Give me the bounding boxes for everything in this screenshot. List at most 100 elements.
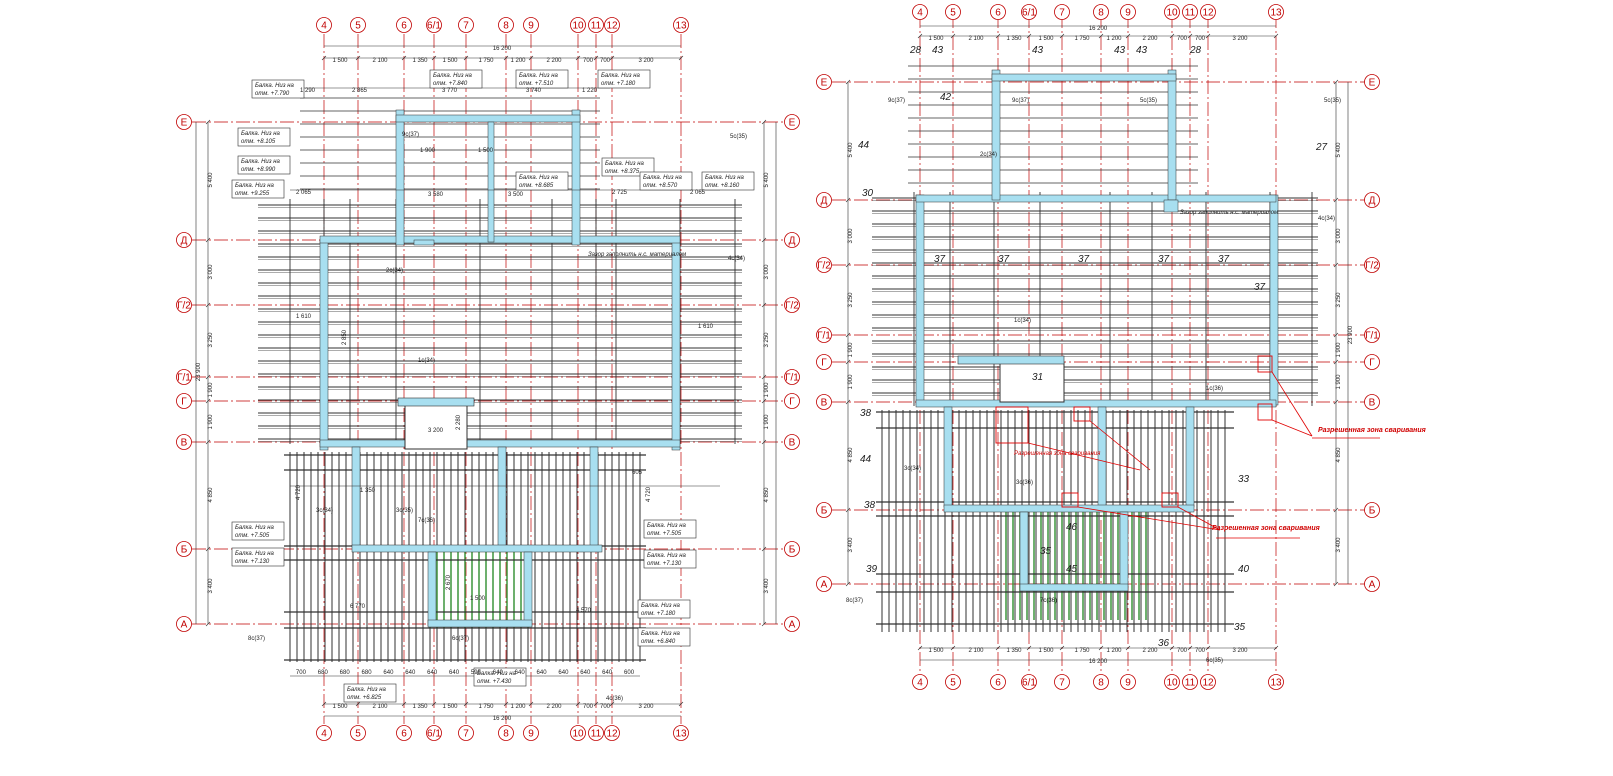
r-dim-left-6: 4 850 — [848, 447, 854, 463]
beam-note-box — [639, 171, 693, 191]
dimension-tick — [761, 237, 767, 243]
axis-bubble — [816, 354, 832, 370]
dimension-tick — [1273, 33, 1279, 39]
weld-zone-box-2 — [1073, 406, 1091, 422]
dim-left-6: 4 850 — [208, 487, 214, 503]
axis-label: Г — [1369, 358, 1375, 369]
axis-bubble — [1364, 327, 1380, 343]
dim-top-9: 700 — [600, 58, 611, 64]
axis-label: 5 — [950, 678, 956, 689]
axis-bubble — [784, 232, 800, 248]
right-dimension-lines — [845, 25, 1349, 661]
r-sec-2c34: 2с(34) — [980, 152, 997, 158]
left-top-dimension-texts: 1 500 2 100 1 350 1 500 1 750 1 200 2 20… — [332, 46, 654, 722]
axis-label: 10 — [1166, 678, 1178, 689]
left-opening — [404, 404, 468, 450]
axis-label: В — [181, 438, 188, 449]
r-dim-top-8: 700 — [1177, 36, 1188, 42]
misc-dim-1610a: 1 610 — [296, 314, 312, 320]
axis-label: А — [821, 580, 828, 591]
beam — [1185, 406, 1195, 508]
beam-note-line1: Балка. Низ на — [477, 671, 516, 677]
axis-bubble — [588, 725, 604, 741]
dimension-tick — [950, 33, 956, 39]
weld-zone-box-5 — [1257, 355, 1273, 373]
misc-dim-3500: 3 500 — [508, 192, 524, 198]
dim-right-5: 1 900 — [764, 414, 770, 430]
axis-bubble — [1182, 4, 1198, 20]
beam-note-line1: Балка. Низ на — [647, 523, 686, 529]
misc-dim-4720a: 4 720 — [296, 484, 302, 500]
axis-bubble — [945, 674, 961, 690]
misc-dim-3580: 3 580 — [428, 192, 444, 198]
dim-right-4: 1 900 — [764, 382, 770, 398]
axis-bubble — [523, 725, 539, 741]
mark-43b: 43 — [1032, 45, 1044, 56]
dimension-tick — [593, 55, 599, 61]
sec-mark-7c36: 7с(36) — [418, 518, 435, 524]
misc-dim-1610b: 1 610 — [698, 324, 714, 330]
axis-bubble — [1364, 192, 1380, 208]
axis-label: 12 — [1202, 678, 1214, 689]
beam-note-line1: Балка. Низ на — [241, 159, 280, 165]
axis-bubble — [1093, 674, 1109, 690]
axis-label: Е — [821, 78, 828, 89]
axis-label: Г — [181, 397, 187, 408]
r-dim-bot-8: 700 — [1177, 648, 1188, 654]
axis-label: 7 — [463, 21, 469, 32]
axis-label: Б — [821, 506, 828, 517]
beam-note-box — [597, 69, 651, 89]
misc-dim-3740: 3 740 — [526, 88, 542, 94]
sec-mark-1c34: 1с(34) — [418, 358, 435, 364]
r-dim-right-1: 5 400 — [1336, 142, 1342, 158]
beam-note-box — [601, 157, 655, 177]
misc-dim-2725: 2 725 — [612, 190, 628, 196]
axis-label: 8 — [1098, 678, 1104, 689]
misc-dim-605: 605 — [632, 470, 643, 476]
mark-37c: 37 — [1078, 254, 1090, 265]
weld-note-2: Разрешенная зона сваривания — [1212, 525, 1320, 532]
r-dim-right-2: 3 000 — [1336, 228, 1342, 244]
beam — [943, 504, 1195, 513]
beam-note-line2: отм. +8.570 — [643, 183, 678, 189]
axis-bubble — [426, 17, 442, 33]
axis-bubble — [816, 74, 832, 90]
r-sec-9c37b: 9с(37) — [1012, 98, 1029, 104]
mark-43c: 43 — [1114, 45, 1126, 56]
dim-top-7: 2 200 — [546, 58, 562, 64]
axis-bubble — [176, 616, 192, 632]
misc-dim-1900: 1 900 — [420, 148, 436, 154]
beam-note-line1: Балка. Низ на — [347, 687, 386, 693]
r-dim-top-5: 1 750 — [1074, 36, 1090, 42]
bottom-run-dim: 680 — [362, 670, 373, 676]
beam — [1019, 583, 1129, 592]
dimension-tick — [761, 398, 767, 404]
axis-bubble — [1200, 674, 1216, 690]
misc-dim-6770: 6 770 — [350, 604, 366, 610]
dimension-tick — [1098, 33, 1104, 39]
beam-note-line2: отм. +8.990 — [241, 167, 276, 173]
axis-bubble — [784, 616, 800, 632]
axis-bubble — [604, 725, 620, 741]
dimension-tick — [503, 701, 509, 707]
axis-label: 11 — [591, 21, 602, 32]
r-dim-bot-10: 3 200 — [1232, 648, 1248, 654]
axis-bubble — [1200, 4, 1216, 20]
axis-label: Г/2 — [1365, 261, 1379, 272]
left-boards — [258, 97, 742, 662]
axis-label: Г/1 — [817, 331, 831, 342]
dim-right-7: 3 400 — [764, 578, 770, 594]
axis-bubble — [458, 17, 474, 33]
axis-bubble — [1364, 354, 1380, 370]
dimension-tick — [575, 55, 581, 61]
axis-label: 12 — [606, 729, 618, 740]
dimension-tick — [1333, 507, 1339, 513]
bottom-run-dim: 640 — [602, 670, 613, 676]
dimension-tick — [593, 701, 599, 707]
r-dim-bot-5: 1 750 — [1074, 648, 1090, 654]
mark-43a: 43 — [932, 45, 944, 56]
dimension-tick — [761, 302, 767, 308]
bottom-run-dim: 700 — [296, 670, 307, 676]
